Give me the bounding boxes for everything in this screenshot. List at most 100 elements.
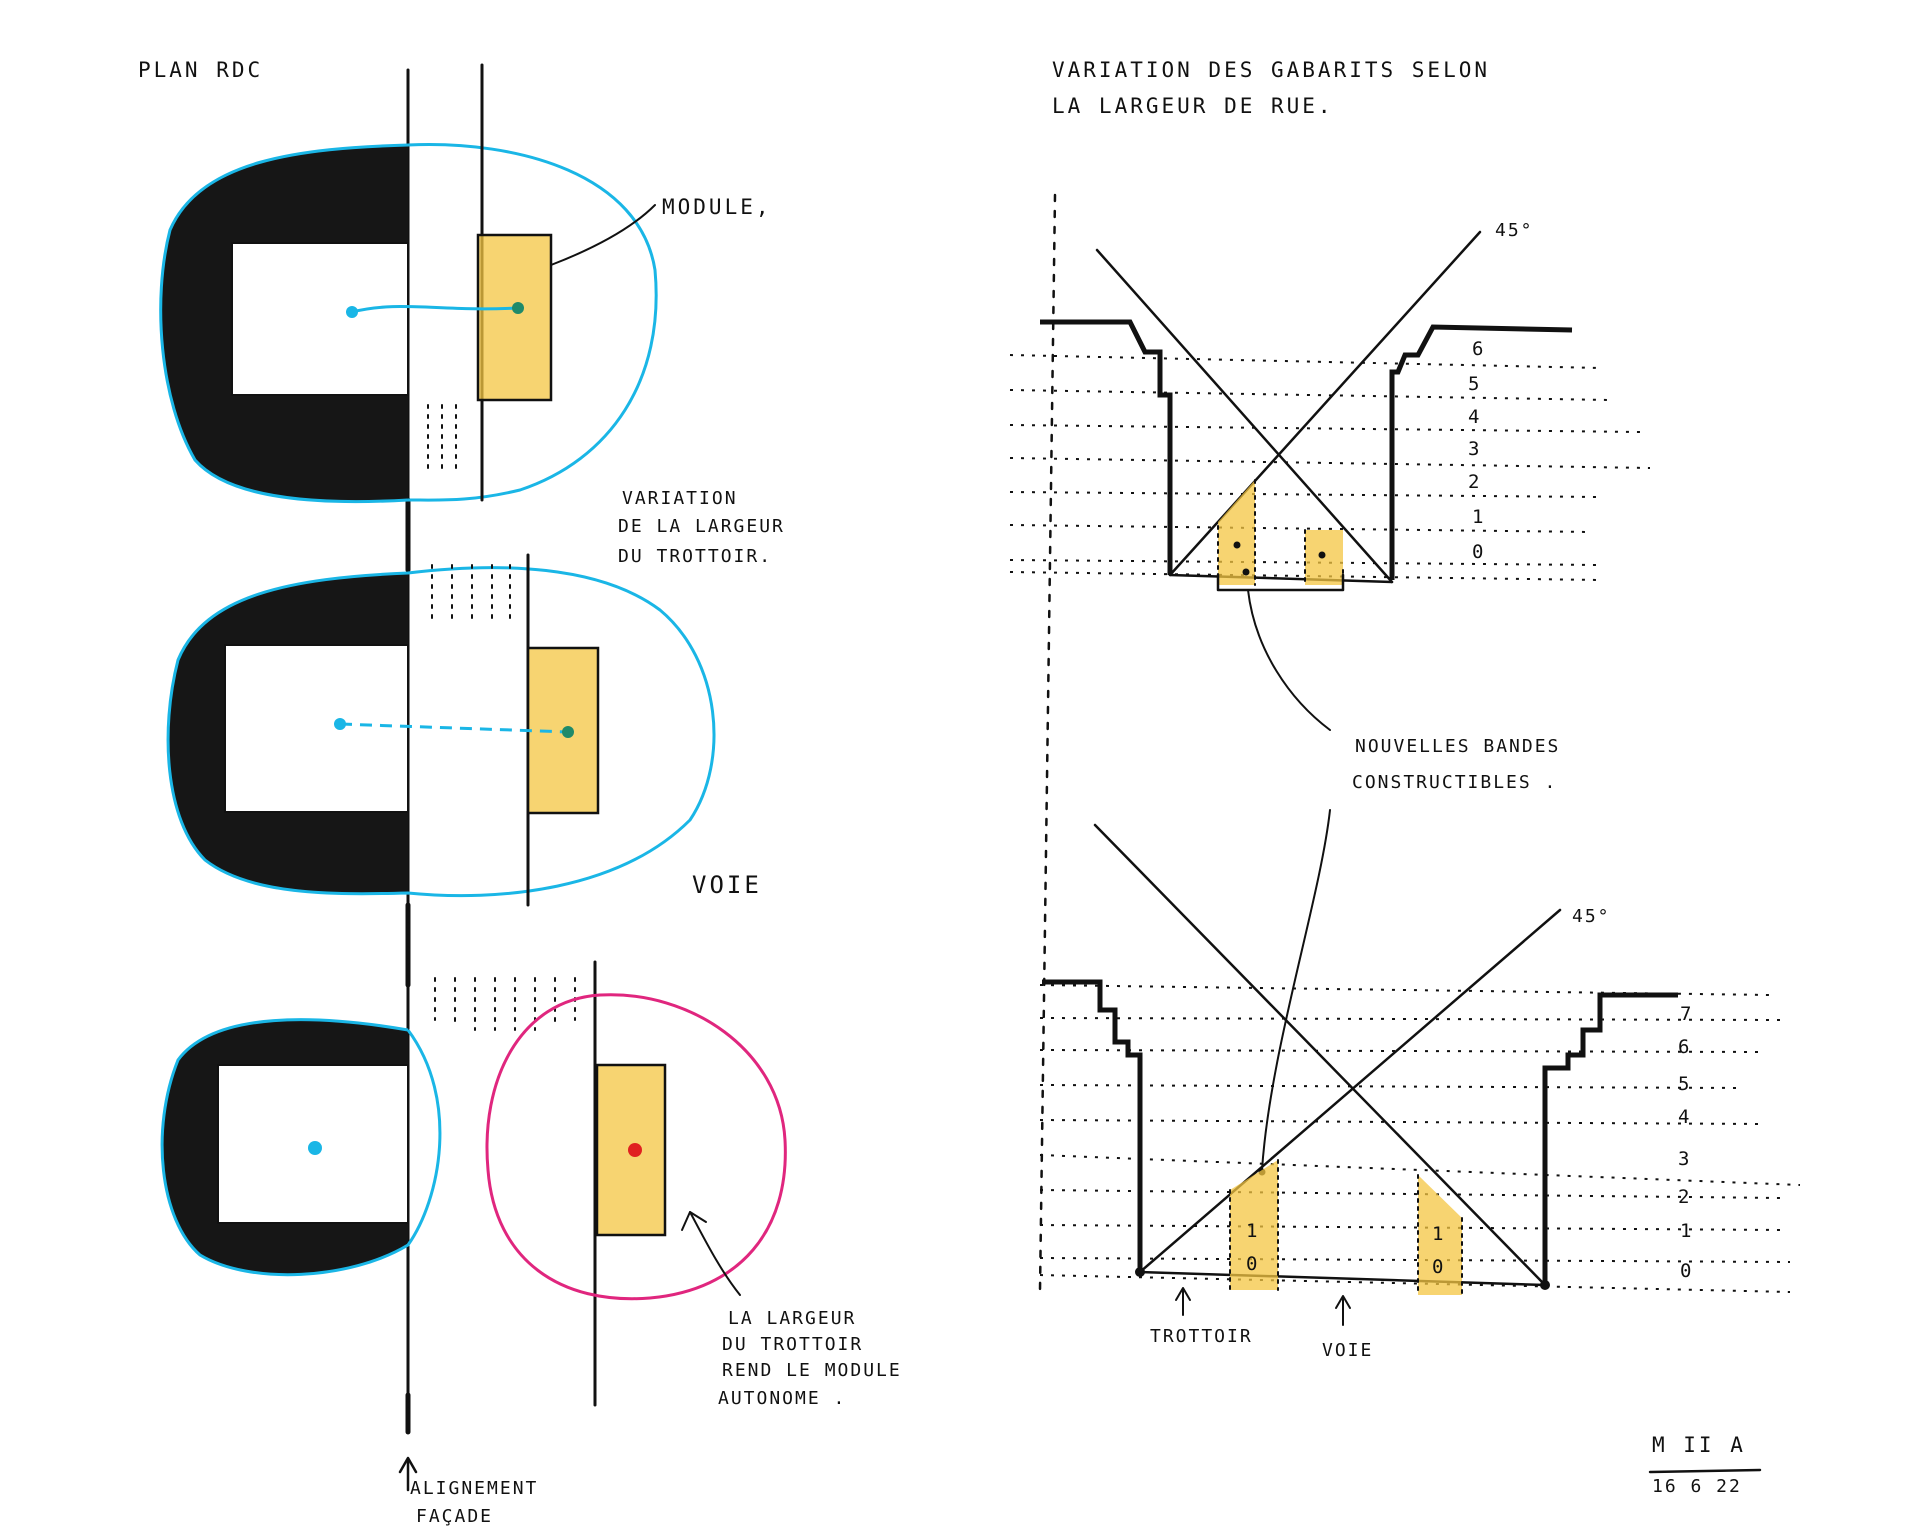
signature-top: M II A <box>1652 1433 1746 1457</box>
nouvelles-line-1: NOUVELLES BANDES <box>1355 736 1561 757</box>
section-title-line-2: LA LARGEUR DE RUE. <box>1052 94 1334 118</box>
red-dot-3 <box>628 1143 642 1157</box>
cyan-boundary-3 <box>160 1018 442 1277</box>
band-2b-outline <box>1417 1174 1463 1296</box>
nouvelles-line-2: CONSTRUCTIBLES . <box>1352 772 1558 793</box>
voie-section-label: VOIE <box>1322 1340 1374 1361</box>
ground-2 <box>1138 1270 1547 1287</box>
level-lines-2 <box>1039 984 1801 1293</box>
trottoir-label: TROTTOIR <box>1150 1326 1253 1347</box>
level-bottom-1: 1 <box>1680 1220 1692 1242</box>
section-2 <box>1039 823 1801 1474</box>
cyan-boundary-1-left <box>159 143 409 504</box>
cyan-dot-2 <box>334 718 346 730</box>
ground-1 <box>1168 573 1394 584</box>
plan-diagram-3 <box>160 960 787 1407</box>
module-label: MODULE, <box>662 195 772 219</box>
autonome-arrowhead <box>681 1211 707 1231</box>
autonome-line-1: LA LARGEUR <box>728 1308 857 1329</box>
sections <box>1009 193 1801 1474</box>
autonome-line-3: REND LE MODULE <box>722 1360 902 1381</box>
building-block-1 <box>160 145 408 502</box>
module-1 <box>476 233 553 402</box>
voie-plan-label: VOIE <box>692 871 762 899</box>
level-bottom-6: 6 <box>1678 1036 1690 1058</box>
courtyard-1 <box>231 242 409 396</box>
green-dot-1 <box>512 302 524 314</box>
green-dot-2 <box>562 726 574 738</box>
variation-trottoir-line-3: DU TROTTOIR. <box>618 546 773 567</box>
variation-trottoir-line-1: VARIATION <box>622 488 738 509</box>
level-bottom-0: 0 <box>1680 1260 1692 1282</box>
level-top-1: 1 <box>1472 506 1484 528</box>
voie-arrow <box>1335 1295 1351 1326</box>
level-bottom-7: 7 <box>1680 1003 1692 1025</box>
cyan-dot-3 <box>308 1141 322 1155</box>
band-2b-num-0: 0 <box>1432 1256 1444 1278</box>
ground-dot-left <box>1135 1267 1145 1277</box>
alignement-arrowhead <box>398 1456 418 1474</box>
right-facade-profile-1 <box>1389 324 1573 580</box>
plan-title: PLAN RDC <box>138 58 264 82</box>
nouvelles-leader-2 <box>1261 809 1331 1171</box>
level-top-3: 3 <box>1468 438 1480 460</box>
band-dot-1b <box>1242 568 1250 576</box>
level-top-0: 0 <box>1472 541 1484 563</box>
sidewalk-hatch-3 <box>434 977 576 1031</box>
angle-top-label: 45° <box>1495 220 1534 241</box>
signature-bottom: 16 6 22 <box>1652 1476 1742 1497</box>
magenta-boundary-3 <box>485 993 787 1301</box>
right-facade-profile-2 <box>1542 992 1678 1282</box>
courtyard-2 <box>224 644 409 813</box>
link-line-1 <box>351 305 519 314</box>
level-lines-1 <box>1009 354 1651 581</box>
building-block-2 <box>168 573 408 894</box>
level-bottom-4: 4 <box>1678 1106 1690 1128</box>
link-line-2 <box>339 722 569 734</box>
section-title-line-1: VARIATION DES GABARITS SELON <box>1052 58 1491 82</box>
band-base-1 <box>1216 573 1345 592</box>
band-2a <box>1230 1160 1278 1290</box>
variation-trottoir-line-2: DE LA LARGEUR <box>618 516 785 537</box>
signature-rule <box>1648 1468 1762 1474</box>
ground-dot-right <box>1540 1280 1550 1290</box>
sight-line-2a <box>1093 823 1547 1287</box>
autonome-arrow <box>689 1211 741 1296</box>
left-facade-profile-2 <box>1042 979 1143 1272</box>
band-dot-1c <box>1318 551 1326 559</box>
level-top-4: 4 <box>1468 406 1480 428</box>
alignement-line-2: FAÇADE <box>416 1506 494 1527</box>
alignement-line-1: ALIGNEMENT <box>410 1478 539 1499</box>
level-bottom-3: 3 <box>1678 1148 1690 1170</box>
band-2a-num-0: 0 <box>1246 1253 1258 1275</box>
level-top-6: 6 <box>1472 338 1484 360</box>
trottoir-arrow <box>1175 1287 1191 1316</box>
sight-line-2b <box>1138 908 1562 1274</box>
sight-line-1b <box>1168 230 1482 577</box>
module-leader-line <box>550 204 656 266</box>
nouvelles-leader <box>1247 589 1331 731</box>
cyan-boundary-2 <box>166 566 716 898</box>
band-1a <box>1218 480 1255 585</box>
level-bottom-5: 5 <box>1678 1073 1690 1095</box>
band-2a-outline <box>1229 1159 1279 1291</box>
sight-line-1a <box>1095 248 1394 584</box>
plan-rdc <box>159 63 787 1492</box>
band-2a-num-1: 1 <box>1246 1220 1258 1242</box>
plan-diagram-1 <box>159 63 658 504</box>
cyan-dot-1 <box>346 306 358 318</box>
angle-bottom-label: 45° <box>1572 906 1611 927</box>
band-dot-1a <box>1233 541 1241 549</box>
band-2b-num-1: 1 <box>1432 1223 1444 1245</box>
autonome-line-4: AUTONOME . <box>718 1388 847 1409</box>
level-top-2: 2 <box>1468 471 1480 493</box>
section-reference-line <box>1038 193 1057 1292</box>
section-1 <box>1009 230 1651 1176</box>
level-bottom-2: 2 <box>1678 1186 1690 1208</box>
autonome-line-2: DU TROTTOIR <box>722 1334 864 1355</box>
left-facade-profile-1 <box>1040 319 1173 575</box>
band-2b <box>1418 1175 1462 1295</box>
plan-diagram-2 <box>166 553 716 907</box>
level-top-5: 5 <box>1468 373 1480 395</box>
